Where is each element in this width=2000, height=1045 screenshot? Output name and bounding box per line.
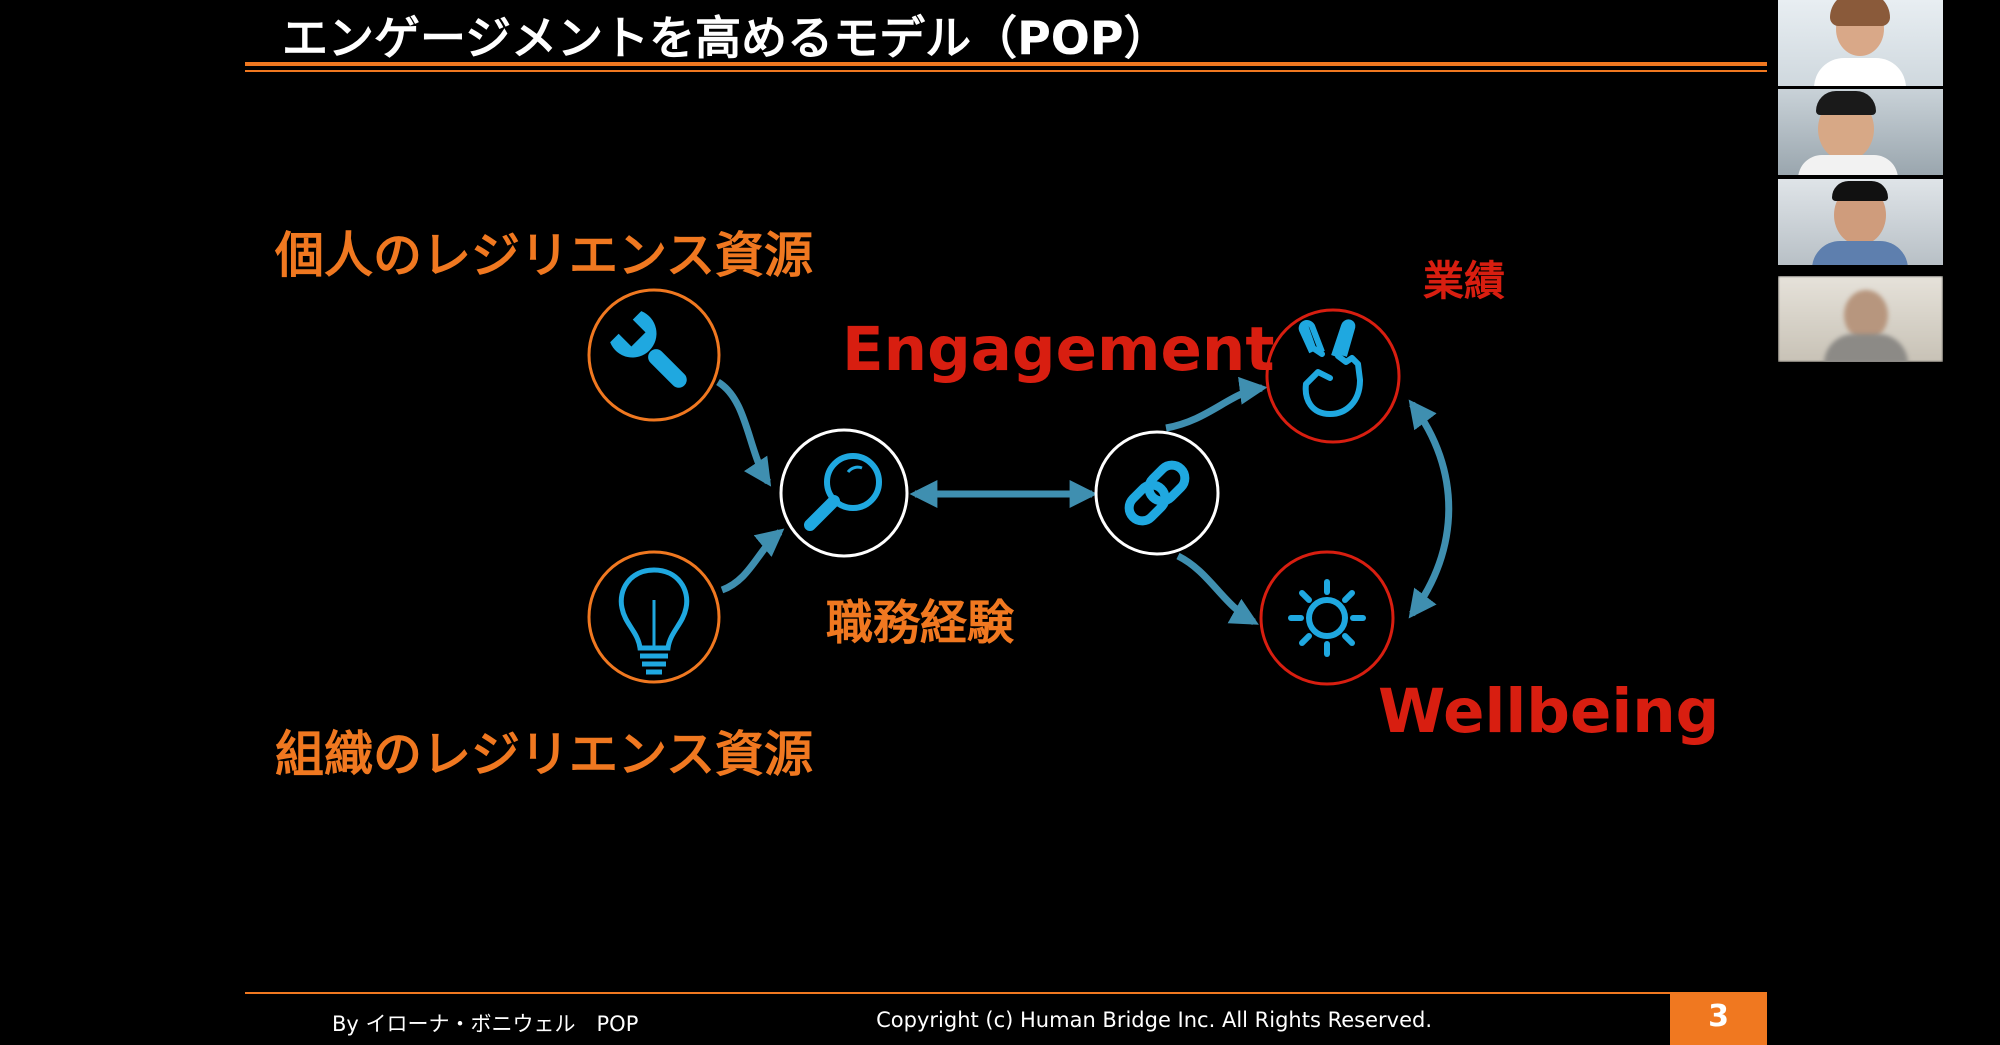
lightbulb-icon [587,550,721,684]
chain-link-icon [1094,430,1220,556]
arrow-performance-wellbeing-bidirectional [1408,399,1453,619]
label-org-resources: 組織のレジリエンス資源 [275,726,814,783]
pop-model-diagram [587,288,1453,686]
title-underline [245,62,1767,66]
title-underline-thin [245,70,1767,72]
arrow-engagement-to-wellbeing [1176,552,1259,626]
label-engagement: Engagement [842,314,1275,385]
magnifier-icon [779,428,909,558]
footer-author: By イローナ・ボニウェル POP [332,1012,639,1036]
footer-copyright: Copyright (c) Human Bridge Inc. All Righ… [876,1008,1432,1032]
arrow-engagement-to-performance [1165,376,1268,432]
victory-hand-icon [1265,308,1401,444]
label-wellbeing: Wellbeing [1378,676,1720,747]
video-tile-participant-4[interactable] [1778,276,1943,362]
video-tile-participant-3[interactable] [1778,179,1943,265]
presentation-slide: エンゲージメントを高めるモデル（POP） [245,11,1767,1045]
arrow-bulb-to-job [720,528,785,594]
label-job-experience: 職務経験 [826,596,1014,651]
video-tile-participant-2[interactable] [1778,89,1943,175]
page-number: 3 [1670,992,1767,1045]
wrench-icon [587,288,721,422]
slide-title: エンゲージメントを高めるモデル（POP） [282,11,1170,65]
video-tile-participant-1[interactable] [1778,0,1943,86]
arrow-wrench-to-job [715,379,772,487]
label-performance: 業績 [1423,257,1505,305]
footer-divider [245,992,1670,994]
sun-icon [1259,550,1395,686]
label-personal-resources: 個人のレジリエンス資源 [275,227,814,284]
